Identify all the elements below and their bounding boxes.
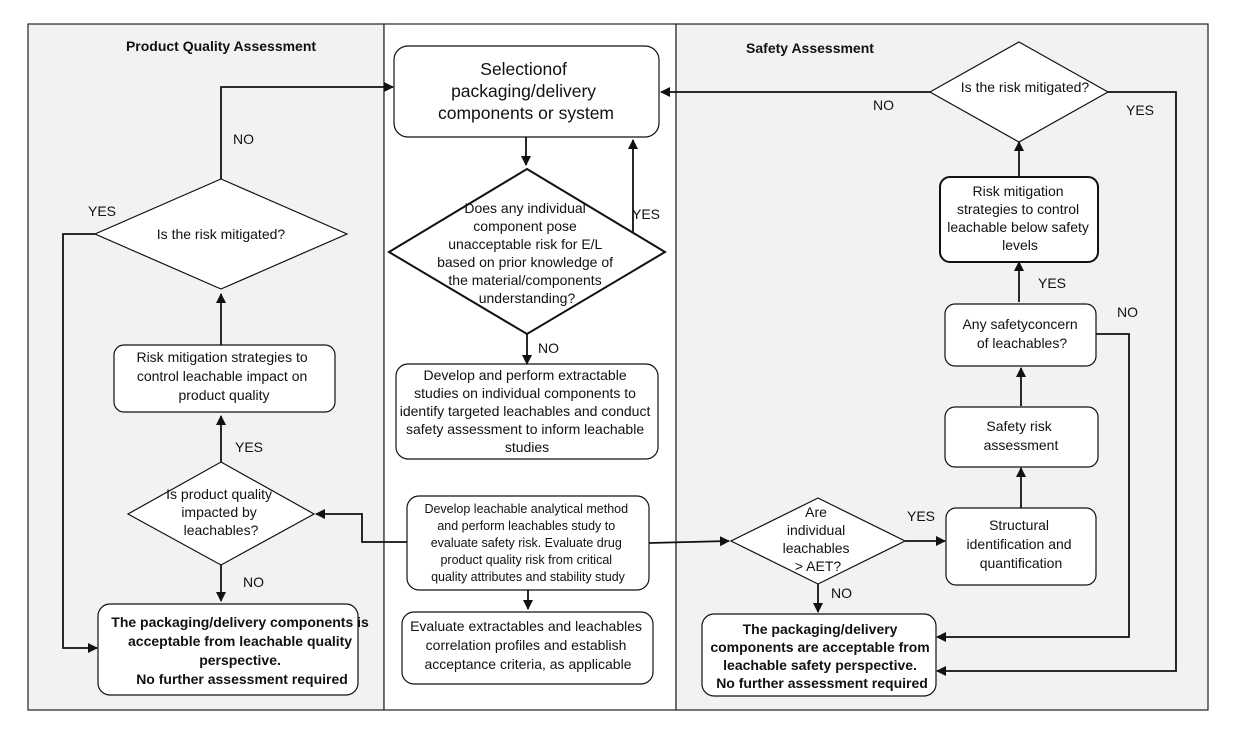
extractable-study-node: Develop and perform extractable studies … bbox=[395, 363, 659, 460]
sa-aet-decision: Are individual leachables > AET? bbox=[729, 497, 907, 585]
pq-impacted-text: Is product quality impacted by leachable… bbox=[166, 486, 276, 538]
edge-label-concern-no: NO bbox=[1117, 304, 1138, 320]
pq-risk-mitigated-text: Is the risk mitigated? bbox=[157, 226, 286, 242]
pq-acceptable-text: The packaging/delivery components is acc… bbox=[111, 614, 372, 687]
sa-acceptable-node: The packaging/delivery components are ac… bbox=[701, 613, 937, 697]
sa-mitigation-node: Risk mitigation strategies to control le… bbox=[939, 176, 1099, 263]
sa-concern-node: Any safetyconcern of leachables? bbox=[944, 303, 1097, 367]
edge-label-concern-yes: YES bbox=[1038, 275, 1066, 291]
lane-safety bbox=[675, 23, 1209, 711]
pq-risk-mitigated-decision: Is the risk mitigated? bbox=[93, 178, 349, 290]
lane-title-safety: Safety Assessment bbox=[746, 40, 874, 56]
sa-risk-assessment-node: Safety risk assessment bbox=[944, 406, 1099, 468]
edge-pq-mitigated-no bbox=[220, 82, 394, 179]
sa-mitigation-text: Risk mitigation strategies to control le… bbox=[947, 183, 1093, 253]
leachable-method-node: Develop leachable analytical method and … bbox=[406, 495, 650, 591]
sa-aet-text: Are individual leachables > AET? bbox=[783, 504, 854, 574]
pq-mitigation-text: Risk mitigation strategies to control le… bbox=[136, 349, 311, 403]
sa-structural-node: Structural identification and quantifica… bbox=[945, 507, 1097, 586]
edge-label-pq-mitigated-yes: YES bbox=[88, 203, 116, 219]
edge-label-aet-yes: YES bbox=[907, 508, 935, 524]
edge-label-pose-yes: YES bbox=[632, 206, 660, 222]
pose-risk-text: Does any individual component pose unacc… bbox=[437, 200, 617, 306]
leachable-method-text: Develop leachable analytical method and … bbox=[424, 502, 631, 584]
lane-title-product-quality: Product Quality Assessment bbox=[126, 38, 316, 54]
edge-label-pq-mitigated-no: NO bbox=[233, 131, 254, 147]
sa-risk-mitigated-text: Is the risk mitigated? bbox=[961, 79, 1090, 95]
selection-node: Selectionof packaging/delivery component… bbox=[393, 45, 660, 138]
selection-text: Selectionof packaging/delivery component… bbox=[438, 59, 614, 123]
edge-method-to-pq-impacted bbox=[315, 509, 407, 543]
sa-risk-mitigated-decision: Is the risk mitigated? bbox=[928, 41, 1110, 143]
sa-risk-assessment-text: Safety risk assessment bbox=[984, 418, 1059, 453]
edge-sa-mitigated-yes bbox=[936, 91, 1177, 676]
edge-label-sa-mitigated-no: NO bbox=[873, 97, 894, 113]
edge-label-pq-impacted-yes: YES bbox=[235, 439, 263, 455]
sa-structural-text: Structural identification and quantifica… bbox=[967, 517, 1076, 571]
correlation-node: Evaluate extractables and leachables cor… bbox=[401, 611, 654, 685]
pose-risk-decision: Does any individual component pose unacc… bbox=[387, 167, 667, 336]
edge-label-sa-mitigated-yes: YES bbox=[1126, 102, 1154, 118]
edge-label-pq-impacted-no: NO bbox=[243, 574, 264, 590]
sa-acceptable-text: The packaging/delivery components are ac… bbox=[710, 621, 933, 691]
edge-pq-mitigated-yes bbox=[62, 233, 98, 653]
pq-impacted-decision: Is product quality impacted by leachable… bbox=[126, 461, 316, 566]
edge-method-to-aet bbox=[648, 536, 730, 547]
sa-concern-text: Any safetyconcern of leachables? bbox=[962, 316, 1081, 351]
correlation-text: Evaluate extractables and leachables cor… bbox=[410, 618, 646, 672]
edge-concern-no bbox=[936, 333, 1130, 642]
pq-acceptable-node: The packaging/delivery components is acc… bbox=[97, 603, 372, 696]
extractable-study-text: Develop and perform extractable studies … bbox=[400, 367, 655, 455]
edge-label-pose-no: NO bbox=[538, 340, 559, 356]
edge-label-aet-no: NO bbox=[831, 585, 852, 601]
pq-mitigation-node: Risk mitigation strategies to control le… bbox=[113, 344, 336, 413]
